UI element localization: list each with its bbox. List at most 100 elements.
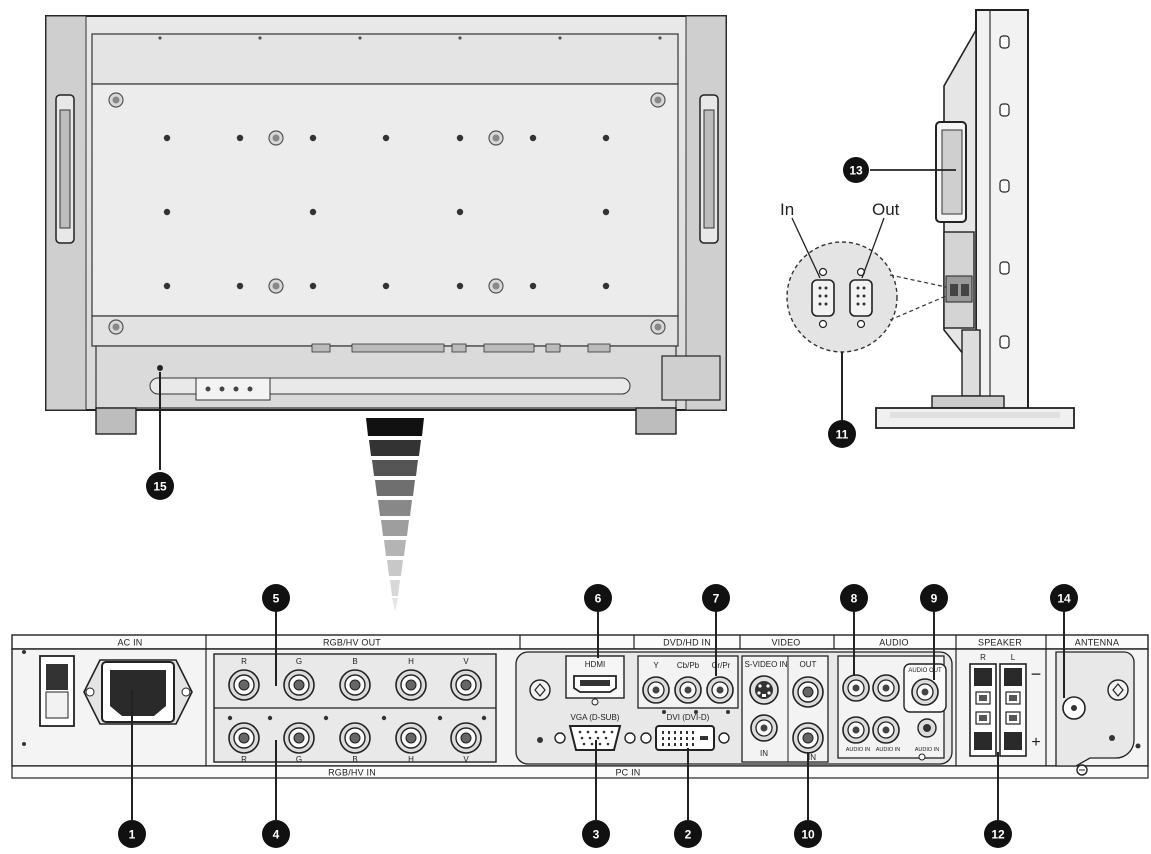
bnc-in-b [339, 722, 371, 754]
mount-screw-right [1107, 679, 1129, 701]
callout-1: 1 [118, 820, 146, 848]
audio-in-2-label: AUDIO IN [876, 747, 900, 753]
audio-in-2-l-jack [842, 716, 870, 744]
bnc-out-v [450, 669, 482, 701]
callout-2-label: 2 [685, 828, 692, 842]
bnc-in-r-label: R [241, 755, 247, 764]
callout-1-label: 1 [129, 828, 136, 842]
bnc-in-b-label: B [352, 755, 357, 764]
callout-14: 14 [1050, 584, 1078, 612]
speaker-terminals [969, 663, 1027, 757]
callout-9: 9 [920, 584, 948, 612]
callout-5-label: 5 [273, 592, 280, 606]
power-switch [39, 655, 75, 727]
callout-5: 5 [262, 584, 290, 612]
callout-12: 12 [984, 820, 1012, 848]
section-rgbhv-out: RGB/HV OUT [323, 638, 381, 648]
section-audio: AUDIO [879, 638, 909, 648]
component-cb-jack [674, 676, 702, 704]
bnc-out-r [228, 669, 260, 701]
callout-3: 3 [582, 820, 610, 848]
svideo-in-port [749, 675, 779, 705]
speaker-plus-label: + [1031, 734, 1040, 751]
callout-10-label: 10 [801, 828, 815, 842]
side-view-monitor [875, 9, 1075, 429]
bnc-out-v-label: V [463, 657, 469, 666]
bnc-in-h [395, 722, 427, 754]
svideo-in-label: S-VIDEO IN [744, 660, 787, 669]
component-y-label: Y [653, 661, 659, 670]
callout-4: 4 [262, 820, 290, 848]
callout-11-label: 11 [836, 428, 849, 442]
section-video: VIDEO [771, 638, 800, 648]
callout-15-label: 15 [153, 480, 167, 494]
in-label: In [780, 200, 794, 219]
callout-4-label: 4 [273, 828, 280, 842]
bnc-in-g-label: G [296, 755, 302, 764]
bnc-out-r-label: R [241, 657, 247, 666]
video-in-right-label: IN [808, 753, 816, 762]
section-ac-in: AC IN [117, 638, 142, 648]
callout-13: 13 [843, 157, 956, 183]
bnc-in-g [283, 722, 315, 754]
section-rgbhv-in: RGB/HV IN [328, 768, 376, 778]
mount-screw-left [529, 679, 551, 701]
callout-11: 11 [828, 352, 856, 448]
callout-14-label: 14 [1057, 592, 1071, 606]
ac-inlet [83, 659, 193, 725]
audio-in-1-label: AUDIO IN [846, 747, 870, 753]
ground-screw [1076, 764, 1088, 776]
antenna-connector [1062, 696, 1086, 720]
callout-10: 10 [794, 820, 822, 848]
callout-6-label: 6 [595, 592, 602, 606]
hdmi-label: HDMI [585, 660, 605, 669]
rear-view-monitor [45, 15, 727, 435]
callout-7: 7 [702, 584, 730, 612]
component-y-jack [642, 676, 670, 704]
section-dvd-hd-in: DVD/HD IN [663, 638, 711, 648]
hdmi-port [565, 655, 625, 706]
out-label: Out [872, 200, 900, 219]
video-in-bnc [792, 722, 824, 754]
callout-leaders [131, 612, 1065, 820]
callout-8: 8 [840, 584, 868, 612]
callout-7-label: 7 [713, 592, 720, 606]
video-out-bnc [792, 676, 824, 708]
callout-12-label: 12 [991, 828, 1005, 842]
bnc-in-r [228, 722, 260, 754]
bnc-out-h-label: H [408, 657, 414, 666]
component-cb-label: Cb/Pb [677, 661, 700, 670]
callout-3-label: 3 [593, 828, 600, 842]
bnc-out-b-label: B [352, 657, 357, 666]
section-pc-in: PC IN [615, 768, 640, 778]
speaker-minus-label: − [1031, 664, 1042, 684]
callout-15: 15 [146, 365, 174, 500]
section-antenna: ANTENNA [1075, 638, 1119, 648]
component-cr-jack [706, 676, 734, 704]
component-cr-label: Cr/Pr [712, 661, 731, 670]
video-out-label: OUT [800, 660, 817, 669]
section-speaker: SPEAKER [978, 638, 1022, 648]
audio-in-3-label: AUDIO IN [915, 747, 939, 753]
bnc-out-h [395, 669, 427, 701]
zoom-wedge [366, 418, 424, 612]
audio-out-label: AUDIO OUT [908, 668, 942, 674]
audio-in-1-l-jack [842, 674, 870, 702]
bnc-out-b [339, 669, 371, 701]
bnc-in-v [450, 722, 482, 754]
vga-port [554, 725, 636, 751]
audio-in-3-jack [917, 718, 937, 738]
callout-2: 2 [674, 820, 702, 848]
video-in-left-label: IN [760, 749, 768, 758]
bnc-in-v-label: V [463, 755, 469, 764]
speaker-r-label: R [980, 653, 986, 662]
audio-in-1-r-jack [872, 674, 900, 702]
bnc-out-g-label: G [296, 657, 302, 666]
callout-6: 6 [584, 584, 612, 612]
audio-out-jack [911, 678, 939, 706]
speaker-l-label: L [1011, 653, 1016, 662]
callout-13-label: 13 [849, 164, 863, 178]
vga-label: VGA (D-SUB) [571, 713, 620, 722]
callout-8-label: 8 [851, 592, 858, 606]
